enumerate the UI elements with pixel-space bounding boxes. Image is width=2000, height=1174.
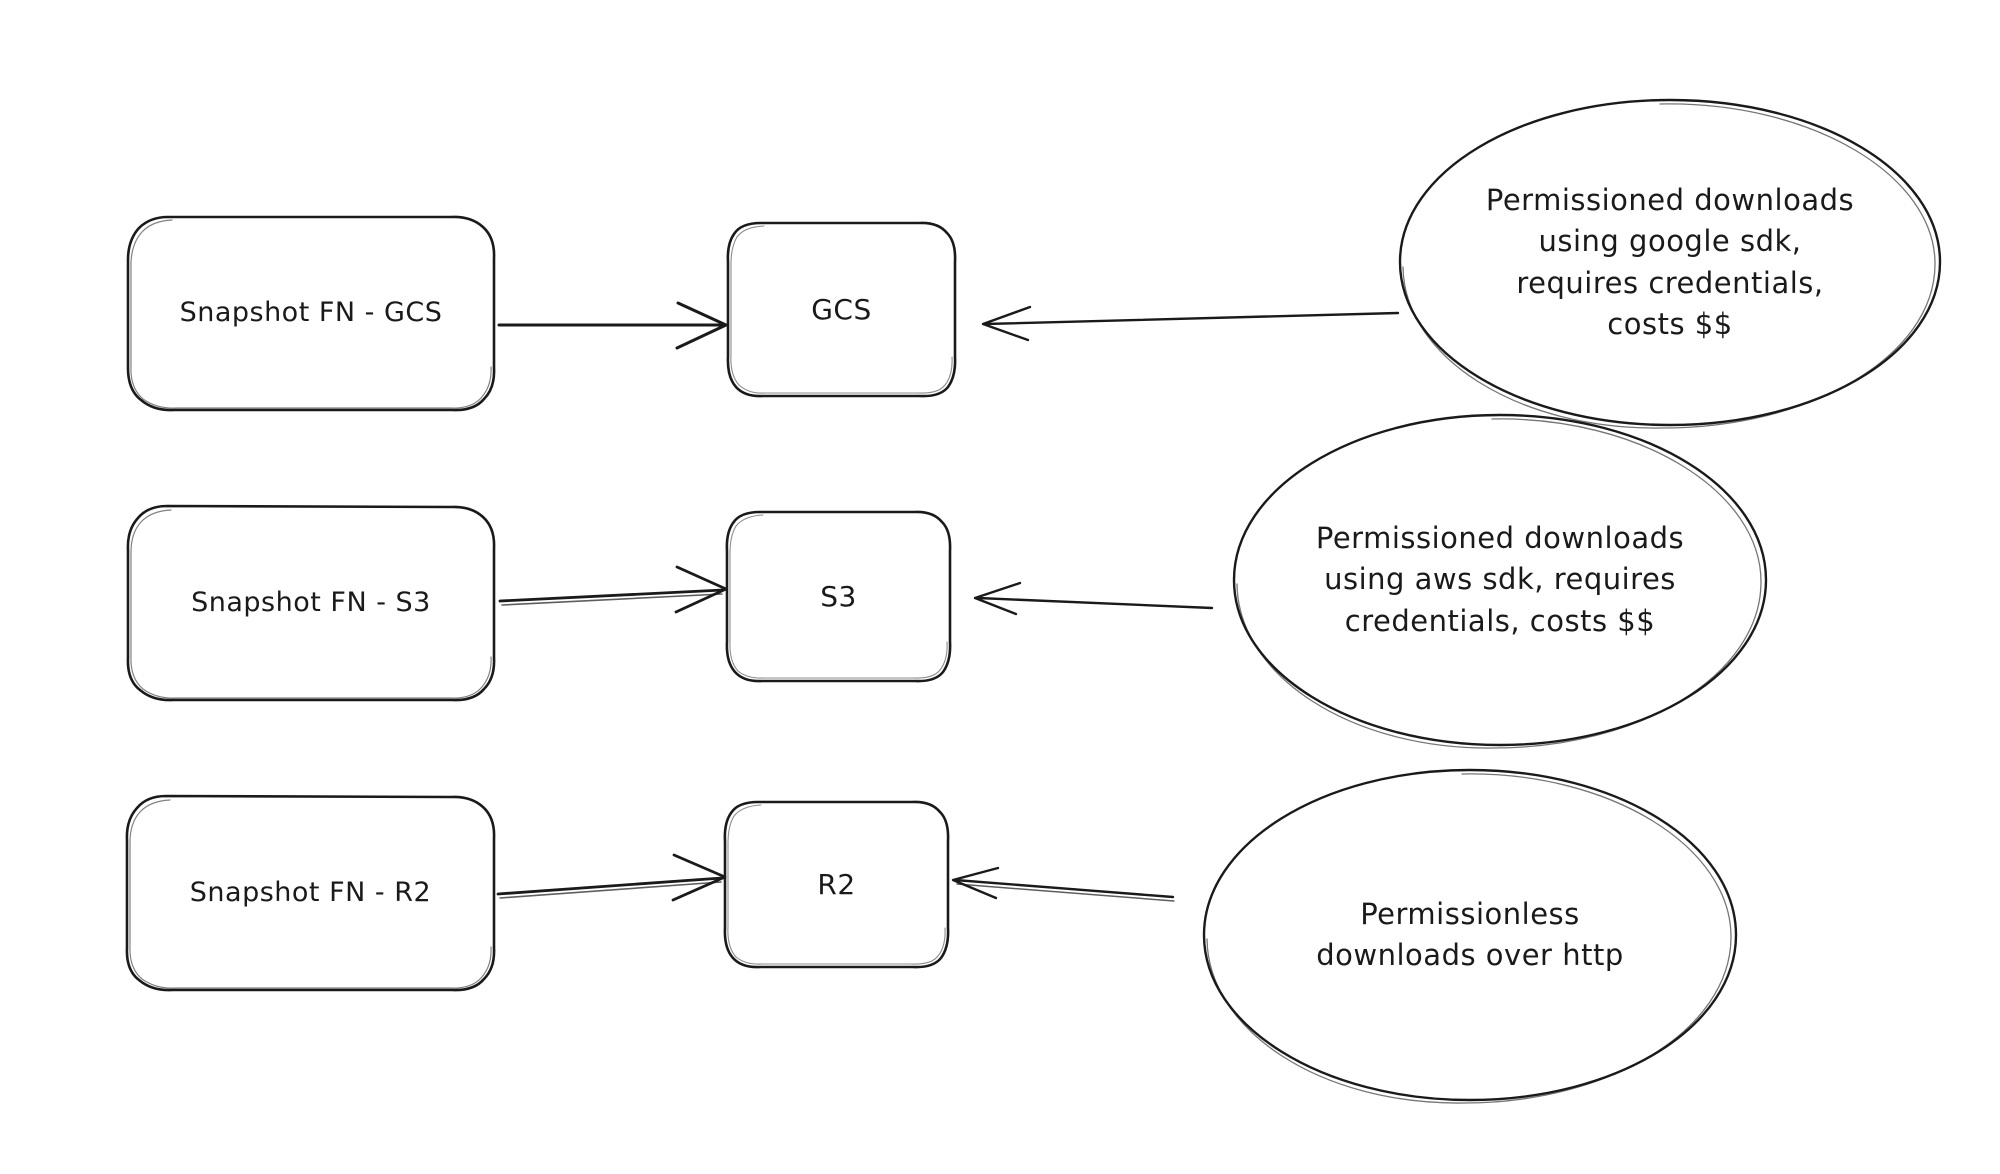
node-snapshot-fn-s3-shape[interactable]: [126, 504, 496, 702]
note-r2-shape[interactable]: [1202, 768, 1738, 1104]
note-gcs-shape[interactable]: [1398, 98, 1942, 429]
node-r2-shape[interactable]: [723, 800, 950, 969]
edge-snapshot-fn-gcs-to-gcs: [497, 301, 728, 350]
note-s3-shape[interactable]: [1232, 413, 1768, 749]
edge-note-s3-to-s3: [973, 581, 1214, 616]
node-s3-shape[interactable]: [725, 510, 952, 683]
node-snapshot-fn-gcs-shape[interactable]: [126, 215, 496, 412]
node-gcs-shape[interactable]: [726, 221, 957, 398]
edge-snapshot-fn-s3-to-s3: [498, 565, 728, 614]
edge-snapshot-fn-r2-to-r2: [496, 853, 727, 902]
edge-note-r2-to-r2: [951, 866, 1175, 902]
node-snapshot-fn-r2-shape[interactable]: [125, 794, 496, 992]
edge-note-gcs-to-gcs: [981, 305, 1400, 342]
